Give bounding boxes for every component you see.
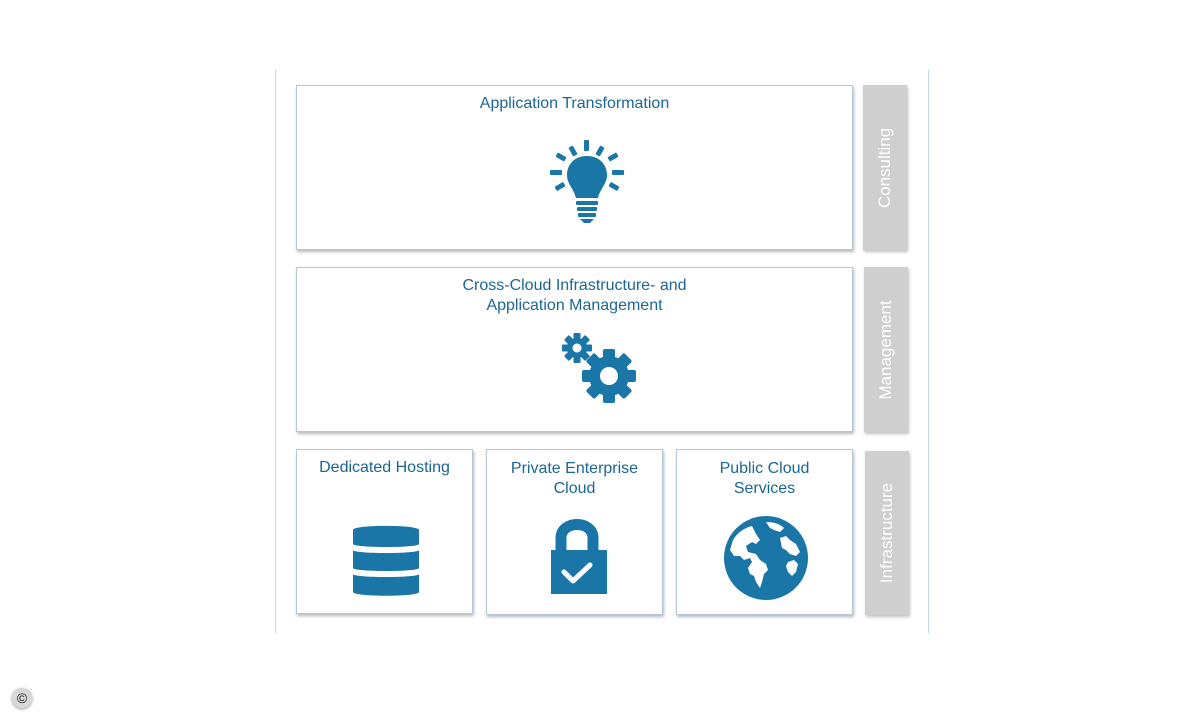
box-title-line: Cloud (553, 480, 596, 497)
gears-icon (562, 333, 636, 403)
consulting-label: Consulting (875, 127, 894, 208)
box-title-line: Public Cloud (719, 460, 810, 477)
globe-icon (724, 516, 808, 600)
dedicated-hosting-box: Dedicated Hosting (296, 449, 473, 614)
public-cloud-services-box: Public Cloud Services (676, 449, 853, 615)
box-title-line: Cross-Cloud Infrastructure- and (462, 277, 687, 294)
application-transformation-title: Application Transformation (297, 94, 852, 114)
lightbulb-icon (550, 140, 624, 223)
management-tab: Management (864, 267, 908, 432)
private-enterprise-cloud-box: Private Enterprise Cloud (486, 449, 663, 615)
consulting-tab: Consulting (863, 85, 907, 250)
infrastructure-tab: Infrastructure (865, 451, 909, 615)
public-cloud-services-title: Public Cloud Services (677, 459, 852, 499)
management-box: Cross-Cloud Infrastructure- and Applicat… (296, 267, 853, 432)
management-label: Management (876, 299, 895, 400)
box-title-line: Dedicated Hosting (319, 459, 450, 476)
private-enterprise-cloud-title: Private Enterprise Cloud (487, 459, 662, 499)
padlock-icon (551, 519, 607, 594)
box-title-line: Services (733, 480, 796, 497)
copyright-icon: © (12, 688, 32, 708)
copyright-symbol: © (16, 690, 28, 706)
infrastructure-label: Infrastructure (877, 482, 896, 584)
application-transformation-box: Application Transformation (296, 85, 853, 250)
left-frame-line (275, 70, 276, 633)
management-title: Cross-Cloud Infrastructure- and Applicat… (297, 276, 852, 316)
box-title-line: Application Management (486, 297, 663, 314)
box-title-line: Private Enterprise (510, 460, 639, 477)
right-frame-line (928, 70, 929, 633)
database-icon (353, 525, 419, 596)
dedicated-hosting-title: Dedicated Hosting (297, 458, 472, 478)
box-title-line: Application Transformation (479, 95, 670, 112)
